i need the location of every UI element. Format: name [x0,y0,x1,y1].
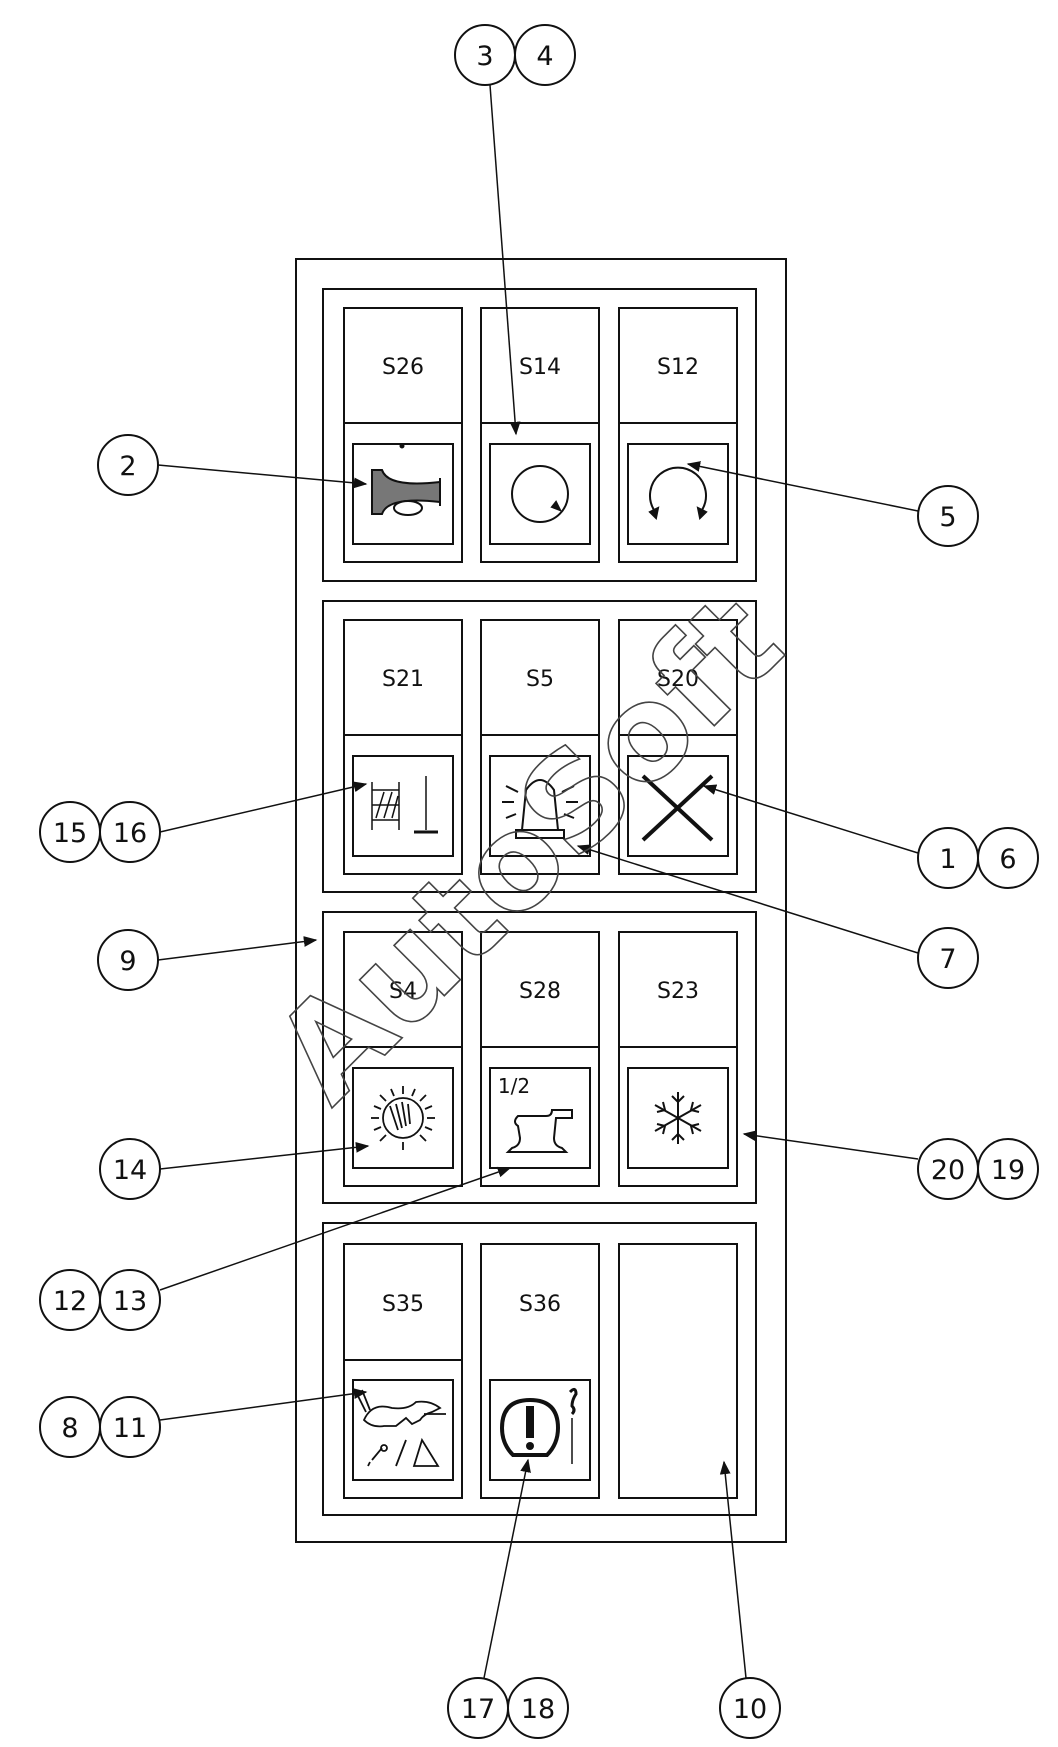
switch-group-3 [322,911,757,1204]
leader-line-14 [159,1141,370,1170]
switch-group-1 [322,288,757,582]
callout-14 [99,1138,161,1200]
callout-16-label: 16 [113,818,147,849]
callout-17-label: 17 [461,1694,495,1725]
switch-s28 [480,931,600,1187]
switch-label-s14: S14 [519,355,561,380]
switch-label-s4: S4 [389,979,417,1004]
rail-fraction-label: 1/2 [498,1074,530,1098]
callout-10 [719,1677,781,1739]
callout-19 [977,1138,1039,1200]
leader-line-17-18 [483,1458,531,1679]
panel-outer-frame [295,258,787,1543]
leader-line-9 [157,936,318,961]
callout-5-label: 5 [939,502,956,533]
switch-s23 [618,931,738,1187]
callout-9 [97,929,159,991]
leader-line-20-19 [742,1130,919,1160]
callout-7 [917,927,979,989]
switch-s35 [343,1243,463,1499]
switch-label-s36: S36 [519,1292,561,1317]
callout-9-label: 9 [119,946,136,977]
callout-3-label: 3 [476,41,493,72]
rabbit-speed-icon [355,1389,446,1467]
work-light-icon [371,1086,435,1150]
leader-line-5 [686,461,919,512]
warning-hook-icon [499,1387,578,1464]
callout-11-label: 11 [113,1413,147,1444]
switch-s4 [343,931,463,1187]
callout-13-label: 13 [113,1286,147,1317]
switch-label-s28: S28 [519,979,561,1004]
circle-icon [511,465,569,523]
callout-7-label: 7 [939,944,956,975]
switch-label-s21: S21 [382,667,424,692]
callout-2 [97,434,159,496]
callout-12-label: 12 [53,1286,87,1317]
snowflake-icon [654,1092,702,1144]
callout-19-label: 19 [991,1155,1025,1186]
switch-s12 [618,307,738,563]
callout-11 [99,1396,161,1458]
switch-s5 [480,619,600,875]
switch-s36 [480,1243,600,1499]
callout-4 [514,24,576,86]
callout-6-label: 6 [999,844,1016,875]
callout-1-label: 1 [939,844,956,875]
switch-label-s20: S20 [657,667,699,692]
switch-label-s5: S5 [526,667,554,692]
switch-label-s23: S23 [657,979,699,1004]
callout-13 [99,1269,161,1331]
switch-group-4 [322,1222,757,1516]
callout-10-label: 10 [733,1694,767,1725]
callout-16 [99,801,161,863]
switch-group-2 [322,600,757,893]
leader-line-3-4 [489,84,521,436]
callout-5 [917,485,979,547]
leader-line-10 [719,1460,747,1679]
callout-2-label: 2 [119,451,136,482]
switch-s20 [618,619,738,875]
callout-14-label: 14 [113,1155,147,1186]
switch-label-s12: S12 [657,355,699,380]
cross-icon [641,774,714,842]
callout-20-label: 20 [931,1155,965,1186]
leader-line-2 [157,464,368,489]
switch-s26 [343,307,463,563]
switch-blank [618,1243,738,1499]
leader-line-8-11 [159,1388,368,1421]
callout-15-label: 15 [53,818,87,849]
leader-line-12-13 [159,1166,512,1291]
fence-icon [371,776,438,834]
horn-icon [371,443,441,516]
callout-18 [507,1677,569,1739]
beacon-light-icon [502,779,578,839]
callout-6 [977,827,1039,889]
callout-8-label: 8 [61,1413,78,1444]
callout-4-label: 4 [536,41,553,72]
callout-18-label: 18 [521,1694,555,1725]
leader-line-15-16 [159,781,368,833]
rail-half-icon [505,1109,573,1153]
switch-label-s26: S26 [382,355,424,380]
leader-line-7 [576,844,919,954]
switch-label-s35: S35 [382,1292,424,1317]
leader-line-1-6 [702,784,919,854]
switch-s14 [480,307,600,563]
rotation-arc-icon [648,466,708,521]
watermark-text: AutoSoft [246,566,810,1130]
switch-s21 [343,619,463,875]
